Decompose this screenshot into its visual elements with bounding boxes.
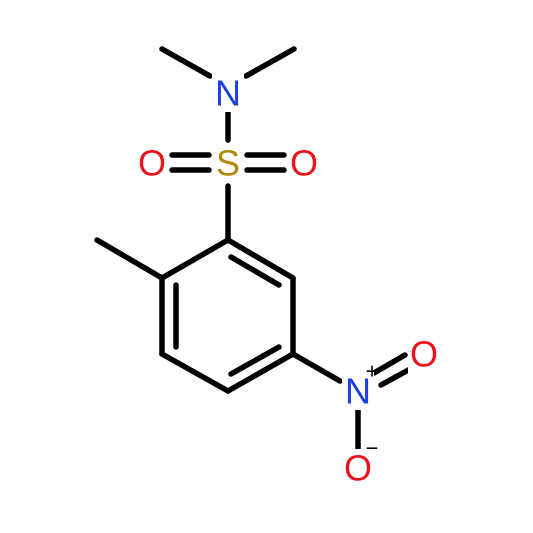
atom-label-o-right: O — [290, 143, 318, 184]
atom-background — [212, 144, 244, 182]
bond-ring-inner-2 — [228, 344, 282, 377]
atom-label-n-nitro: N — [345, 371, 371, 412]
atom-label-n-amide: N — [215, 73, 241, 114]
atom-background — [212, 74, 244, 112]
bond-ring-methyl — [94, 237, 165, 281]
bond-n-methyl-left — [159, 46, 213, 79]
atom-label-o-left: O — [138, 143, 166, 184]
atom-background — [288, 144, 320, 182]
bond-nitro-o-top-a — [371, 352, 408, 376]
bond-ring-inner-1 — [228, 254, 282, 288]
bond-ring-3 — [225, 351, 296, 394]
charge-n-nitro: + — [366, 359, 379, 384]
atom-label-o-nitro-bottom: O — [344, 448, 372, 489]
bond-n-methyl-right — [243, 46, 297, 79]
atom-background — [342, 449, 374, 487]
bond-ring-6 — [159, 237, 231, 281]
atom-background — [136, 144, 168, 182]
bond-ring-4 — [159, 351, 231, 394]
bond-ring-nitro — [290, 351, 343, 384]
charge-o-nitro-bottom: − — [366, 436, 379, 461]
bond-layer — [94, 46, 415, 454]
bond-ring-1 — [225, 237, 296, 281]
bond-nitro-o-top-b — [378, 365, 415, 388]
atom-label-o-nitro-top: O — [410, 334, 438, 375]
atom-background — [408, 335, 440, 373]
atom-background — [342, 372, 374, 410]
atom-label-s: S — [216, 143, 240, 184]
